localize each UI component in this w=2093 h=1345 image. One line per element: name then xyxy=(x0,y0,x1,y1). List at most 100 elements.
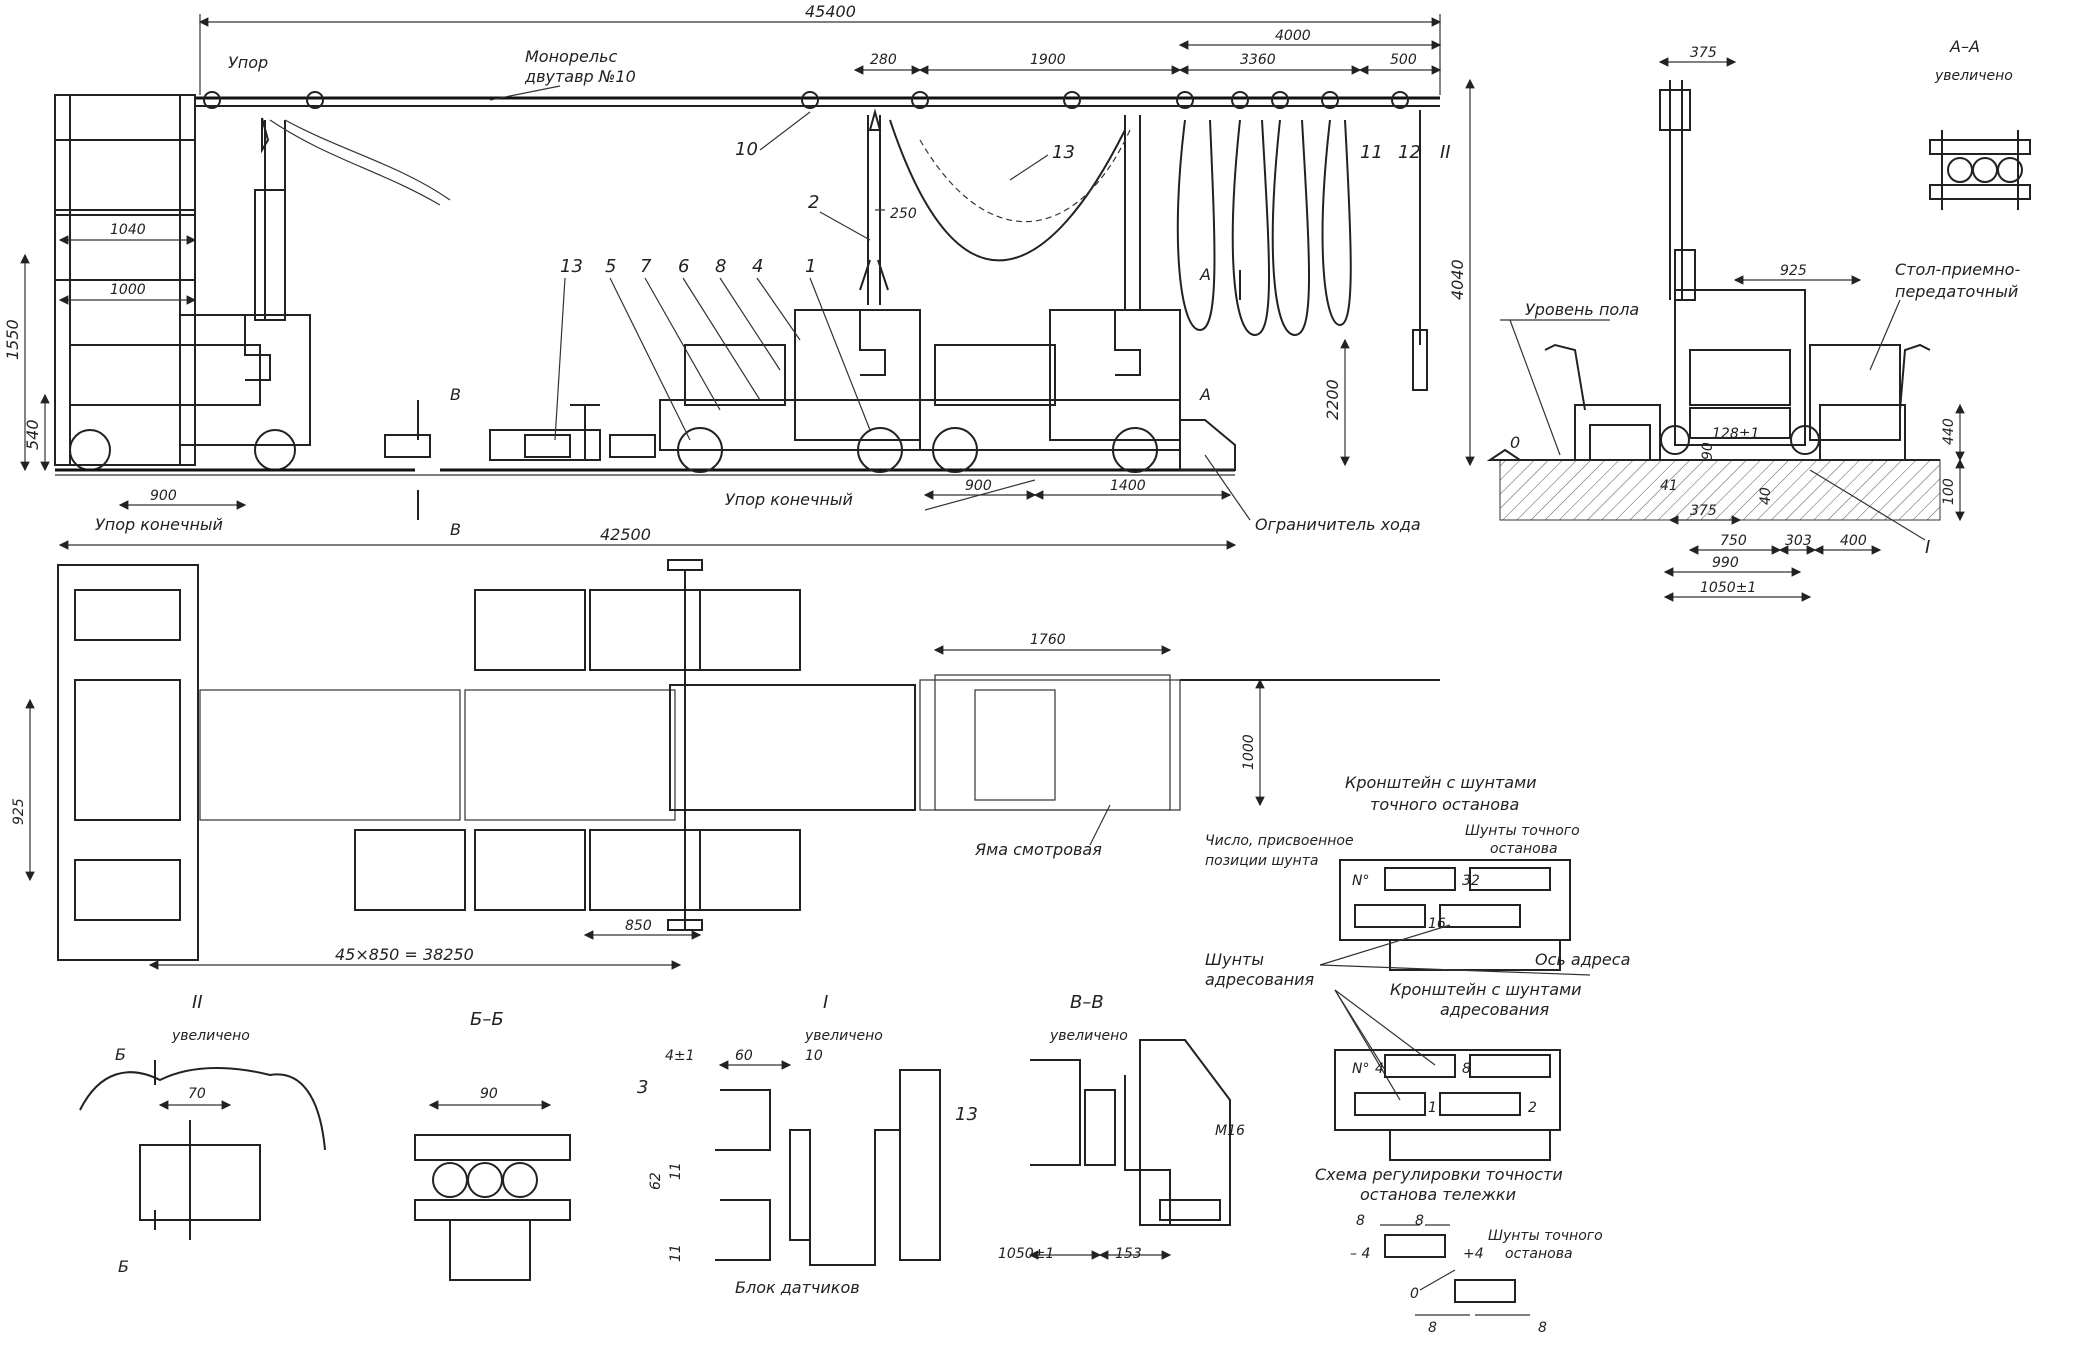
dim-m16: М16 xyxy=(1215,1123,1245,1139)
callout-ii: II xyxy=(1440,142,1451,163)
callout-8: 8 xyxy=(715,256,726,277)
detail-i: I увеличено 4±1 60 10 3 13 62 11 11 Блок… xyxy=(637,992,978,1297)
dim-1000-plan: 1000 xyxy=(1241,734,1257,770)
callout-12: 13 xyxy=(1052,142,1075,163)
dim-900-a: 900 xyxy=(150,488,177,504)
elevation-view: 45400 Монорельс двутавр №10 Упор 4000 28… xyxy=(3,2,1475,550)
callout-i-side: I xyxy=(1925,537,1930,558)
detail-i-title: I xyxy=(823,992,828,1013)
section-mark-v-bottom: В xyxy=(450,520,461,539)
detail-aa: А–А увеличено xyxy=(1929,37,2031,210)
dim-3360: 3360 xyxy=(1240,52,1276,68)
dim-60: 60 xyxy=(735,1048,753,1064)
stop-bracket-title-2: точного останова xyxy=(1370,795,1519,814)
dim-1050: 1050±1 xyxy=(1700,580,1756,596)
dim-540: 540 xyxy=(23,419,42,450)
dim-990: 990 xyxy=(1712,555,1739,571)
adjust-plus4: +4 xyxy=(1463,1246,1484,1262)
adjust-8-c: 8 xyxy=(1428,1320,1437,1336)
addr-n8: 8 xyxy=(1462,1061,1471,1077)
dim-11-a: 11 xyxy=(668,1162,684,1180)
dim-2200: 2200 xyxy=(1323,379,1342,420)
adjust-title-1: Схема регулировки точности xyxy=(1315,1165,1563,1184)
label-inspection-pit: Яма смотровая xyxy=(974,840,1102,859)
addr-label-2: адресования xyxy=(1205,970,1315,989)
callout-10: 12 xyxy=(1398,142,1421,163)
callout-4: 4 xyxy=(752,256,763,277)
callout-1: 1 xyxy=(805,256,816,277)
dim-90-side: 90 xyxy=(1700,442,1716,460)
dim-1040: 1040 xyxy=(110,222,146,238)
stop-label-shunts-2: останова xyxy=(1490,841,1558,857)
dim-250: 250 xyxy=(890,206,917,222)
adjust-8-a: 8 xyxy=(1356,1213,1365,1229)
dim-375-top: 375 xyxy=(1690,45,1717,61)
addr-axis: Ось адреса xyxy=(1535,950,1630,969)
dim-4: 4±1 xyxy=(665,1048,695,1064)
detail-aa-title: А–А xyxy=(1949,37,1980,56)
addr-title-2: адресования xyxy=(1440,1000,1550,1019)
detail-bb: Б–Б 90 xyxy=(414,1009,571,1281)
dim-128: 128±1 xyxy=(1712,426,1759,442)
section-mark-v-top: В xyxy=(450,385,461,404)
label-monorail: Монорельс xyxy=(525,47,618,66)
adjust-shunts-2: останова xyxy=(1505,1246,1573,1262)
dim-4040: 4040 xyxy=(1448,259,1467,300)
dim-40: 40 xyxy=(1758,487,1774,505)
adjust-shunts-1: Шунты точного xyxy=(1488,1228,1603,1244)
dim-1400: 1400 xyxy=(1110,478,1146,494)
callout-2: 2 xyxy=(808,192,819,213)
dim-100: 100 xyxy=(1941,478,1957,505)
detail-vv: В–В увеличено М16 1050±1 153 xyxy=(998,992,1245,1262)
adjust-zero: 0 xyxy=(1410,1286,1419,1302)
adjust-8-d: 8 xyxy=(1538,1320,1547,1336)
addr-label-1: Шунты xyxy=(1205,950,1264,969)
dim-70: 70 xyxy=(188,1086,206,1102)
stop-n-sign: N° xyxy=(1352,873,1369,889)
detail-ii-subtitle: увеличено xyxy=(171,1028,250,1044)
callout-11: 10 xyxy=(735,139,758,160)
part-callouts: 10 13 11 12 II 2 13 5 7 6 8 4 1 xyxy=(554,111,1451,441)
dim-500: 500 xyxy=(1390,52,1417,68)
dim-1550: 1550 xyxy=(3,319,22,360)
addr-n-sign: N° xyxy=(1352,1061,1369,1077)
dim-41: 41 xyxy=(1660,478,1678,494)
detail-ii-mark-b-bottom: Б xyxy=(118,1257,129,1276)
detail-vv-subtitle: увеличено xyxy=(1049,1028,1128,1044)
dim-750: 750 xyxy=(1720,533,1747,549)
label-receiving-table-2: передаточный xyxy=(1895,282,2018,301)
detail-i-subtitle: увеличено xyxy=(804,1028,883,1044)
shunt-bracket-stop: Кронштейн с шунтами точного останова Чис… xyxy=(1205,773,1580,971)
dim-375-side: 375 xyxy=(1690,503,1717,519)
dim-440: 440 xyxy=(1941,418,1957,445)
detail-bb-title: Б–Б xyxy=(470,1009,504,1030)
label-receiving-table-1: Стол-приемно- xyxy=(1895,260,2020,279)
dim-42500: 42500 xyxy=(600,525,651,544)
label-travel-limiter: Ограничитель хода xyxy=(1255,515,1421,534)
dim-10: 10 xyxy=(805,1048,823,1064)
detail-aa-subtitle: увеличено xyxy=(1934,68,2013,84)
detail-ii-mark-b-top: Б xyxy=(115,1045,126,1064)
shunt-bracket-addr: Шунты адресования Ось адреса Кронштейн с… xyxy=(1205,924,1630,1161)
dim-303: 303 xyxy=(1785,533,1812,549)
callout-6: 6 xyxy=(678,256,689,277)
detail-ii-title: II xyxy=(192,992,203,1013)
dim-1050-vv: 1050±1 xyxy=(998,1246,1054,1262)
callout-5: 5 xyxy=(605,256,616,277)
adjust-minus4: – 4 xyxy=(1350,1246,1370,1262)
stop-label-number-2: позиции шунта xyxy=(1205,853,1318,869)
dim-850: 850 xyxy=(625,918,652,934)
dim-280: 280 xyxy=(870,52,897,68)
adjust-scheme: Схема регулировки точности останова теле… xyxy=(1315,1165,1603,1336)
label-monorail-profile: двутавр №10 xyxy=(524,67,636,86)
dim-4000: 4000 xyxy=(1275,28,1311,44)
callout-7: 7 xyxy=(640,256,652,277)
dim-90-bb: 90 xyxy=(480,1086,498,1102)
label-end-stop-mid: Упор конечный xyxy=(725,490,853,509)
label-sensor-block: Блок датчиков xyxy=(735,1278,860,1297)
addr-n1: 1 xyxy=(1428,1100,1437,1116)
dim-925-plan: 925 xyxy=(11,798,27,825)
dim-900-b: 900 xyxy=(965,478,992,494)
dim-925-side: 925 xyxy=(1780,263,1807,279)
